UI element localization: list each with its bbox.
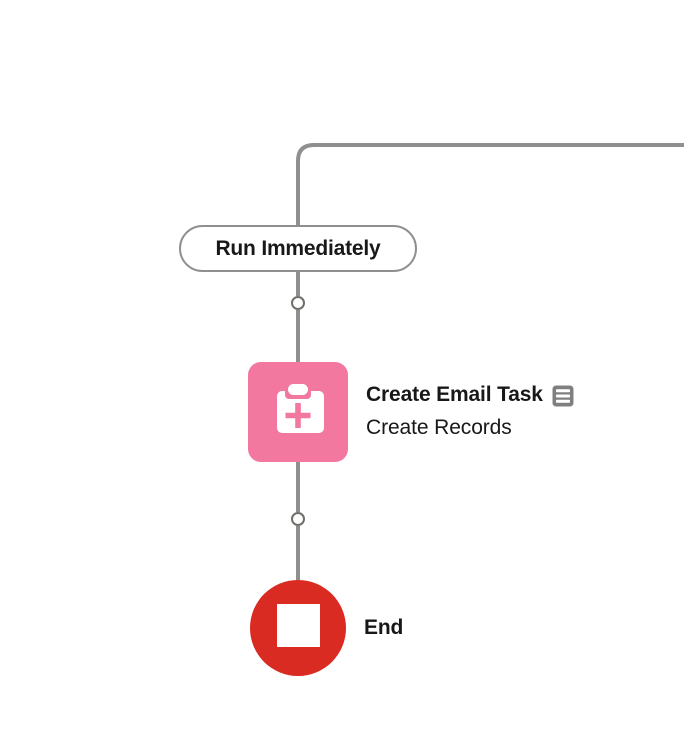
end-node-text-block: End bbox=[364, 615, 403, 642]
start-node-run-immediately[interactable]: Run Immediately bbox=[179, 225, 417, 272]
flow-node-end[interactable]: End bbox=[250, 580, 403, 676]
description-list-icon[interactable] bbox=[552, 385, 574, 407]
start-node-label: Run Immediately bbox=[215, 237, 381, 260]
create-email-task-title: Create Email Task bbox=[366, 383, 543, 407]
create-records-action-icon-tile[interactable] bbox=[248, 362, 348, 462]
create-email-task-title-row: Create Email Task bbox=[366, 382, 574, 409]
connector-incoming-curve bbox=[296, 143, 684, 225]
flow-node-create-email-task[interactable]: Create Email Task Create Records bbox=[248, 362, 574, 462]
create-email-task-text-block: Create Email Task Create Records bbox=[366, 382, 574, 442]
create-email-task-subtitle: Create Records bbox=[366, 416, 512, 439]
stop-square-icon bbox=[276, 604, 320, 652]
connector-add-node-marker-1[interactable] bbox=[291, 296, 305, 310]
connector-add-node-marker-2[interactable] bbox=[291, 512, 305, 526]
end-node-icon-circle[interactable] bbox=[250, 580, 346, 676]
end-node-title: End bbox=[364, 615, 404, 639]
clipboard-plus-icon bbox=[267, 379, 329, 446]
